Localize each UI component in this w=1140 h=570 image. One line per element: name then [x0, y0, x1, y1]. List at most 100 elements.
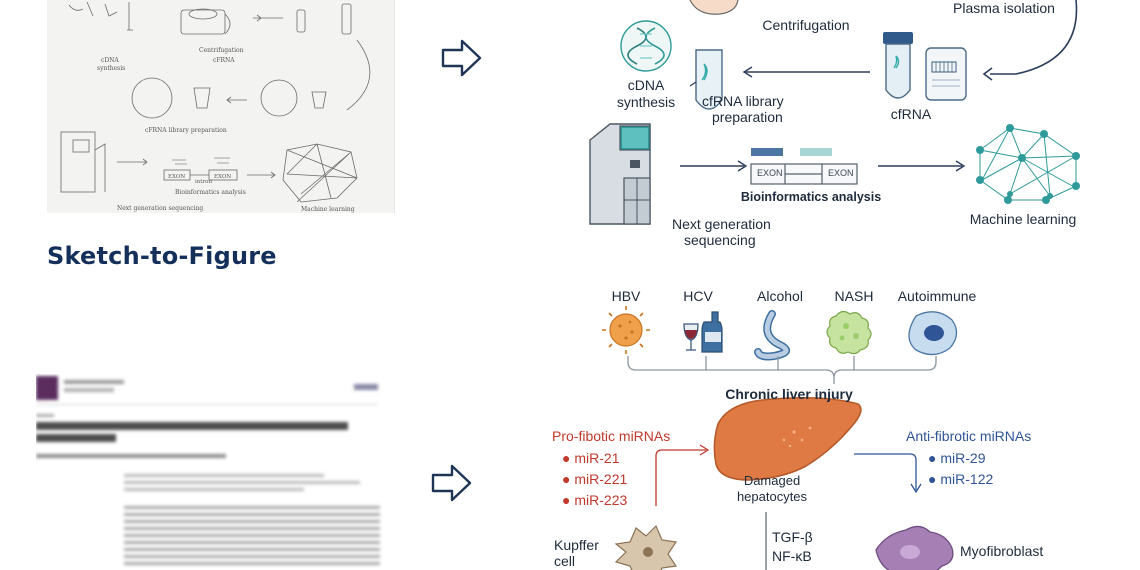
label-cfrna: cfRNA — [890, 106, 932, 122]
pro-item-label: miR-21 — [574, 450, 620, 466]
label-preparation: preparation — [712, 109, 783, 125]
return-arrow — [990, 0, 1078, 75]
liver-graphics — [602, 306, 958, 570]
label-plasma-isolation: Plasma isolation — [953, 0, 1055, 16]
paper-affil-3 — [124, 488, 304, 491]
cause-autoimmune: Autoimmune — [897, 288, 977, 304]
arrow-right-icon — [430, 463, 474, 503]
label-hepatocytes: hepatocytes — [736, 489, 808, 504]
sketch-label-cfrna: cFRNA — [213, 57, 235, 64]
sketch-label-bioinfo: Bioinformatics analysis — [175, 189, 246, 196]
pro-list: ● miR-21 ● miR-221 ● miR-223 — [562, 450, 627, 513]
anti-item: ● miR-29 — [928, 450, 993, 471]
sketch-image: Centrifugation cFRNA cDNA synthesis cFRN… — [47, 0, 395, 213]
label-centrifugation: Centrifugation — [762, 17, 850, 33]
cfrna-tube-icon — [883, 32, 913, 99]
paper-abstract-6 — [124, 541, 380, 544]
hbv-virus-icon — [602, 306, 650, 354]
sketch-drawing: Centrifugation cFRNA cDNA synthesis cFRN… — [60, 1, 371, 213]
label-nf-kb: NF-κB — [772, 548, 812, 564]
label-chronic-liver-injury: Chronic liver injury — [725, 386, 853, 402]
journal-logo — [36, 376, 58, 400]
workflow-graphics — [589, 0, 1080, 225]
paper-abstract-4 — [124, 527, 380, 530]
paper-abstract-3 — [124, 520, 380, 523]
wine-bottle-icon — [683, 311, 723, 353]
paper-type-bar — [36, 414, 54, 417]
paper-abstract-1 — [124, 506, 380, 509]
sketch-label-ngs: Next generation sequencing — [117, 205, 203, 212]
intestine-icon — [754, 310, 790, 361]
label-sequencing: sequencing — [684, 232, 756, 248]
label-damaged: Damaged — [743, 473, 801, 488]
liver-icon — [713, 396, 862, 481]
label-anti-fibrotic: Anti-fibrotic miRNAs — [906, 428, 1032, 444]
anti-item: ● miR-122 — [928, 471, 993, 492]
dna-icon — [620, 20, 672, 72]
arrow-right-icon — [440, 38, 484, 78]
sketch-label-centrifugation: Centrifugation — [199, 47, 244, 54]
cause-nash: NASH — [834, 288, 874, 304]
paper-title-line1 — [36, 422, 348, 430]
cause-alcohol: Alcohol — [757, 288, 803, 304]
sketch-label-ml: Machine learning — [301, 206, 355, 213]
paper-title-line2 — [36, 434, 116, 442]
sketch-label-cdna: cDNA — [101, 57, 119, 64]
neural-network-icon — [979, 127, 1077, 201]
label-exon-left: EXON — [757, 168, 783, 178]
sketch-label-library: cFRNA library preparation — [145, 127, 227, 134]
sketch-label-intron: intron — [195, 179, 212, 185]
label-cfrna-library: cfRNA library — [702, 93, 784, 109]
sequencer-icon — [589, 123, 651, 225]
anti-item-label: miR-29 — [940, 450, 986, 466]
paper-abstract-5 — [124, 534, 380, 537]
label-kupffer: Kupffer — [554, 537, 599, 553]
label-myofibroblast: Myofibroblast — [960, 543, 1044, 559]
network-nodes — [976, 124, 1080, 204]
paper-abstract-2 — [124, 513, 380, 516]
journal-sub-bar — [64, 388, 114, 392]
paper-rule — [36, 404, 378, 405]
pro-item-label: miR-221 — [574, 471, 628, 487]
pro-item-label: miR-223 — [574, 492, 628, 508]
paper-affil-2 — [124, 481, 360, 484]
anti-list: ● miR-29 ● miR-122 — [928, 450, 993, 492]
label-machine-learning: Machine learning — [969, 211, 1077, 227]
label-next-generation: Next generation — [672, 216, 771, 232]
journal-name-bar — [64, 380, 124, 384]
myofibroblast-cell-icon — [875, 525, 954, 570]
paper-authors — [36, 454, 226, 458]
sketch-label-exon2: EXON — [214, 174, 231, 180]
pro-item: ● miR-221 — [562, 471, 627, 492]
pro-item: ● miR-21 — [562, 450, 627, 471]
label-pro-fibrotic: Pro-fibotic miRNAs — [552, 428, 671, 444]
journal-badge — [354, 384, 378, 390]
paper-thumbnail — [36, 374, 384, 570]
bullet-icon: ● — [562, 471, 575, 487]
autoimmune-cell-icon — [908, 311, 958, 356]
label-cell: cell — [554, 553, 576, 569]
sketch-label-exon1: EXON — [168, 174, 185, 180]
library-tube-icon — [695, 49, 723, 110]
bullet-icon: ● — [562, 492, 575, 508]
bullet-icon: ● — [562, 450, 575, 466]
nash-fat-icon — [826, 310, 872, 355]
sketch-label-synthesis: synthesis — [97, 65, 125, 72]
pro-item: ● miR-223 — [562, 492, 627, 513]
cause-hbv: HBV — [611, 288, 641, 304]
label-synthesis: synthesis — [616, 94, 676, 110]
workflow-figure: Centrifugation Plasma isolation cDNA syn… — [540, 0, 1140, 260]
cause-hcv: HCV — [683, 288, 713, 304]
anti-item-label: miR-122 — [940, 471, 994, 487]
label-exon-right: EXON — [828, 168, 854, 178]
hand-icon — [689, 0, 739, 15]
label-tgf-beta: TGF-β — [772, 529, 813, 545]
paper-abstract-9 — [124, 562, 380, 565]
bullet-icon: ● — [928, 450, 941, 466]
label-cdna: cDNA — [627, 77, 665, 93]
bullet-icon: ● — [928, 471, 941, 487]
kupffer-cell-icon — [614, 524, 678, 570]
blood-bag-icon — [925, 47, 967, 101]
section-title: Sketch-to-Figure — [47, 242, 277, 270]
paper-abstract-8 — [124, 555, 380, 558]
